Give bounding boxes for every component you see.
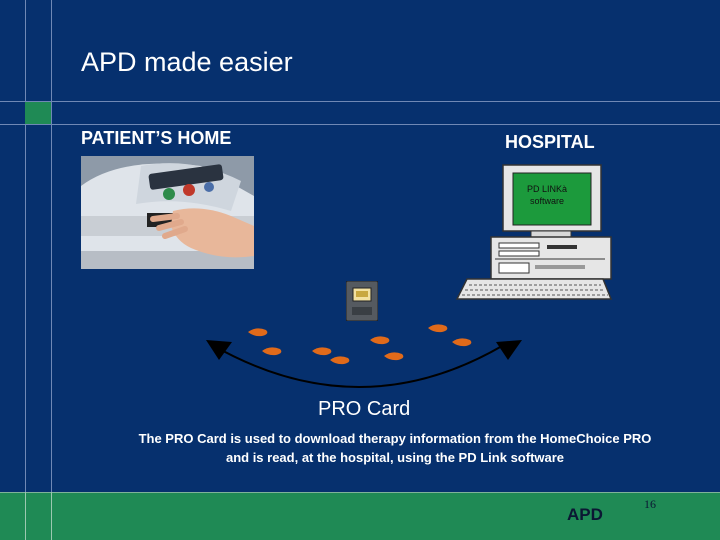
page-number: 16 — [644, 497, 656, 512]
slide-title: APD made easier — [81, 47, 293, 78]
pro-card-icon — [346, 281, 378, 321]
screen-text-line: software — [517, 195, 577, 207]
decorative-line — [0, 101, 720, 102]
decorative-line — [51, 492, 52, 540]
screen-text-line: PD LINKà — [517, 183, 577, 195]
footer-label: APD — [567, 505, 603, 525]
decorative-line — [51, 0, 52, 492]
decorative-line — [25, 0, 26, 492]
caption-line: and is read, at the hospital, using the … — [110, 448, 680, 467]
slide-caption: The PRO Card is used to download therapy… — [110, 429, 680, 467]
pro-card-label: PRO Card — [318, 398, 410, 421]
accent-square — [25, 102, 51, 124]
patients-home-heading: PATIENT’S HOME — [81, 128, 231, 149]
dialysis-machine-image — [81, 156, 254, 269]
hospital-heading: HOSPITAL — [505, 132, 595, 153]
decorative-line — [0, 124, 720, 125]
footer-bar — [0, 492, 720, 540]
decorative-line — [25, 492, 26, 540]
caption-line: The PRO Card is used to download therapy… — [110, 429, 680, 448]
screen-text: PD LINKà software — [517, 183, 577, 207]
